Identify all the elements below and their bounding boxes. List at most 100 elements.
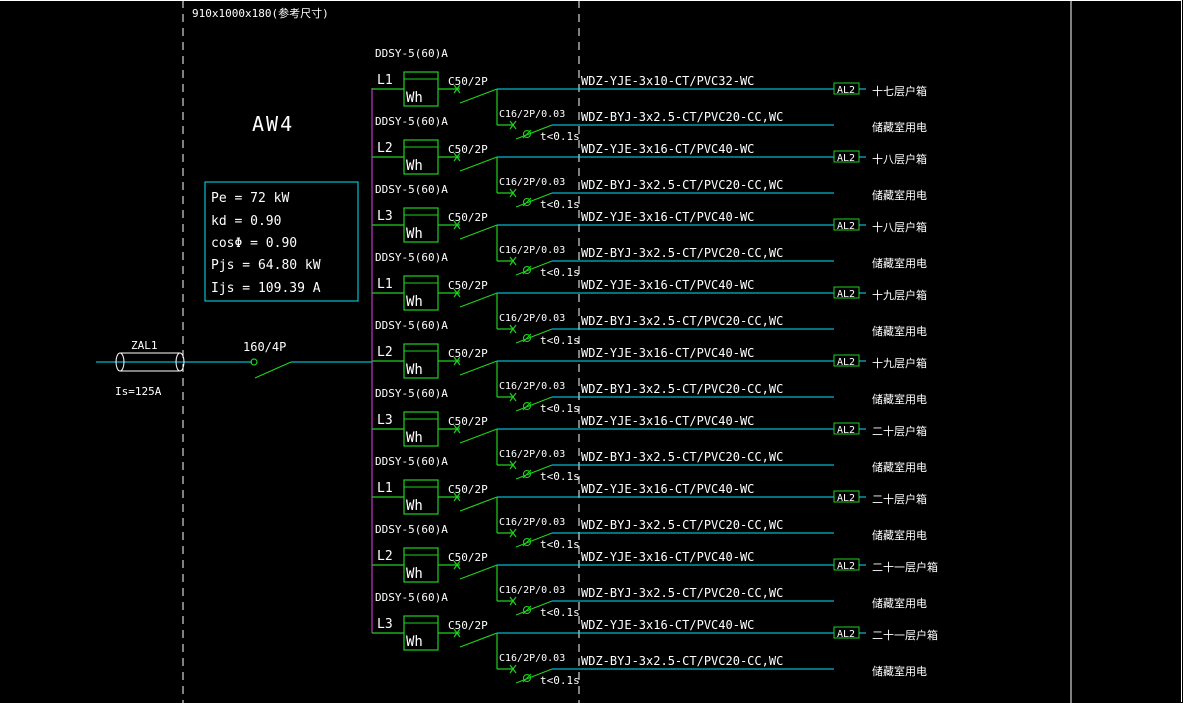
breaker-label: C50/2P [448,143,488,156]
destination-label: 二十一层户箱 [872,628,938,642]
rcd-label: C16/2P/0.03 [499,109,565,120]
load-calc-box: Pe = 72 kW kd = 0.90 cosΦ = 0.90 Pjs = 6… [204,181,359,302]
feeder-cable-label: WDZ-YJE-3x16-CT/PVC40-WC [581,482,754,496]
storage-destination-label: 储藏室用电 [872,188,927,202]
breaker-x-b [453,424,461,434]
meter-model-label: DDSY-5(60)A [375,591,448,604]
rcd-blade [515,124,553,140]
rcd-x-b [509,596,517,606]
rcd-sensor-slash [522,401,532,411]
rcd-sensor-slash [522,265,532,275]
rcd-x-b [509,324,517,334]
breaker-label: C50/2P [448,75,488,88]
storage-destination-label: 储藏室用电 [872,324,927,338]
breaker-x-b [453,220,461,230]
phase-label: L3 [377,209,393,224]
rcd-label: C16/2P/0.03 [499,381,565,392]
feeder-cable-label: WDZ-YJE-3x16-CT/PVC40-WC [581,346,754,360]
meter-model-label: DDSY-5(60)A [375,319,448,332]
meter-model-label: DDSY-5(60)A [375,523,448,536]
rcd-sensor-slash [522,333,532,343]
storage-cable-label: WDZ-BYJ-3x2.5-CT/PVC20-CC,WC [581,654,783,668]
storage-cable-label: WDZ-BYJ-3x2.5-CT/PVC20-CC,WC [581,382,783,396]
energy-meter-label: Wh [406,566,423,582]
rcd-label: C16/2P/0.03 [499,245,565,256]
calc-cos: cosΦ = 0.90 [211,236,297,251]
rcd-time-label: t<0.1s [540,402,580,415]
phase-label: L1 [377,73,393,88]
storage-cable-label: WDZ-BYJ-3x2.5-CT/PVC20-CC,WC [581,586,783,600]
feeder-cable-label: WDZ-YJE-3x16-CT/PVC40-WC [581,142,754,156]
destination-label: 十八层户箱 [872,152,927,166]
incoming-setting: Is=125A [115,385,162,398]
rcd-sensor [522,673,532,683]
rcd-time-label: t<0.1s [540,538,580,551]
rcd-sensor-slash [522,605,532,615]
sub-box-tag: AL2 [837,153,855,164]
breaker-blade [459,428,498,444]
rcd-time-label: t<0.1s [540,198,580,211]
breaker-label: C50/2P [448,483,488,496]
breaker-blade [459,292,498,308]
breaker-x-b [453,356,461,366]
main-breaker-blade [254,361,292,379]
breaker-x-b [453,492,461,502]
meter-model-label: DDSY-5(60)A [375,387,448,400]
breaker-x-b [453,560,461,570]
incoming-cable-tag: ZAL1 [131,339,158,352]
rcd-sensor [522,333,532,343]
storage-destination-label: 储藏室用电 [872,256,927,270]
destination-label: 二十层户箱 [872,424,927,438]
sub-box-tag: AL2 [837,493,855,504]
calc-pe: Pe = 72 kW [211,191,289,206]
energy-meter-label: Wh [406,90,423,106]
rcd-sensor-slash [522,673,532,683]
phase-label: L2 [377,345,393,360]
breaker-label: C50/2P [448,619,488,632]
sub-box-tag: AL2 [837,357,855,368]
cable-sleeve-right [175,352,185,372]
destination-label: 十八层户箱 [872,220,927,234]
sub-box-tag: AL2 [837,425,855,436]
incoming-feeder: ZAL1 Is=125A 160/4P [96,339,372,398]
rcd-x-b [509,392,517,402]
energy-meter-label: Wh [406,362,423,378]
sub-box-tag: AL2 [837,629,855,640]
rcd-blade [515,600,553,616]
breaker-blade [459,496,498,512]
rcd-x-b [509,256,517,266]
sub-box-tag: AL2 [837,85,855,96]
destination-label: 十九层户箱 [872,356,927,370]
rcd-x-b [509,664,517,674]
rcd-time-label: t<0.1s [540,130,580,143]
rcd-x-b [509,460,517,470]
rcd-sensor [522,265,532,275]
destination-label: 十七层户箱 [872,84,927,98]
energy-meter-label: Wh [406,226,423,242]
rcd-sensor [522,401,532,411]
rcd-sensor [522,605,532,615]
breaker-blade [459,632,498,648]
calc-pjs: Pjs = 64.80 kW [211,258,321,273]
phase-label: L2 [377,141,393,156]
rcd-blade [515,396,553,412]
rcd-label: C16/2P/0.03 [499,177,565,188]
breaker-label: C50/2P [448,551,488,564]
meter-model-label: DDSY-5(60)A [375,455,448,468]
rcd-blade [515,260,553,276]
main-breaker-contact [250,358,258,366]
main-breaker-label: 160/4P [243,340,286,354]
rcd-sensor [522,469,532,479]
energy-meter-label: Wh [406,158,423,174]
feeder-cable-label: WDZ-YJE-3x16-CT/PVC40-WC [581,618,754,632]
calc-kd: kd = 0.90 [211,214,281,229]
energy-meter-label: Wh [406,634,423,650]
dimension-note: 910x1000x180(参考尺寸) [192,6,329,20]
breaker-blade [459,360,498,376]
sub-box-tag: AL2 [837,561,855,572]
